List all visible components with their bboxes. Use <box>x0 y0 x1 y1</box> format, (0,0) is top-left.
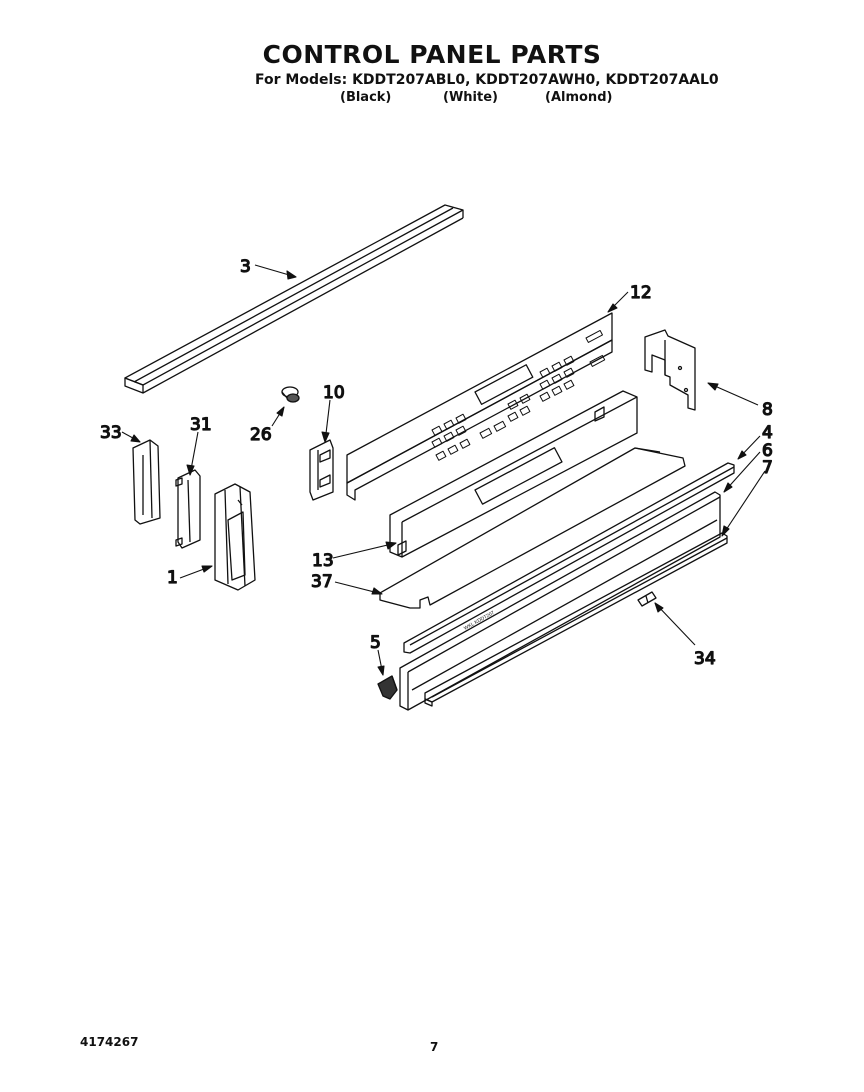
callout-4: 4 <box>762 423 773 443</box>
part-3-trim-strip <box>124 204 464 394</box>
part-33-side-panel <box>132 439 161 525</box>
leader-lines <box>121 264 766 676</box>
models-line: For Models: KDDT207ABL0, KDDT207AWH0, KD… <box>255 72 719 88</box>
page-title: CONTROL PANEL PARTS <box>262 40 602 69</box>
callout-13: 13 <box>312 551 334 571</box>
page-number: 7 <box>430 1040 439 1054</box>
part-13-control-housing <box>389 390 638 558</box>
part-8-mounting-bracket <box>644 329 696 411</box>
callout-37: 37 <box>311 572 333 592</box>
callout-31: 31 <box>190 415 212 435</box>
part-4-front-trim: WKL KDDT207 <box>403 462 735 654</box>
part-5-end-cap <box>377 675 398 700</box>
color-almond: (Almond) <box>545 90 613 105</box>
callout-6: 6 <box>762 441 773 461</box>
part-10-end-bracket <box>309 439 334 501</box>
callout-3: 3 <box>240 257 251 277</box>
callout-33: 33 <box>100 423 122 443</box>
part-12-control-overlay <box>346 312 613 501</box>
callout-7: 7 <box>762 458 773 478</box>
doc-number: 4174267 <box>80 1035 139 1049</box>
callout-5: 5 <box>370 633 381 653</box>
callout-8: 8 <box>762 400 773 420</box>
part-1-side-frame <box>214 483 256 591</box>
callout-10: 10 <box>323 383 345 403</box>
color-black: (Black) <box>340 90 392 105</box>
callout-34: 34 <box>694 649 716 669</box>
callout-26: 26 <box>250 425 272 445</box>
part-26-switch <box>281 386 300 403</box>
callout-1: 1 <box>167 568 178 588</box>
color-white: (White) <box>443 90 498 105</box>
callout-labels: 3 12 10 26 33 31 8 4 6 7 1 13 37 5 34 <box>99 256 773 669</box>
part-7-bottom-rail <box>424 532 728 707</box>
callout-12: 12 <box>630 283 652 303</box>
part-31-side-bracket <box>175 469 201 549</box>
part-37-shield-plate <box>379 447 686 609</box>
part-6-front-channel <box>399 491 721 711</box>
part-34-clip <box>637 591 657 607</box>
